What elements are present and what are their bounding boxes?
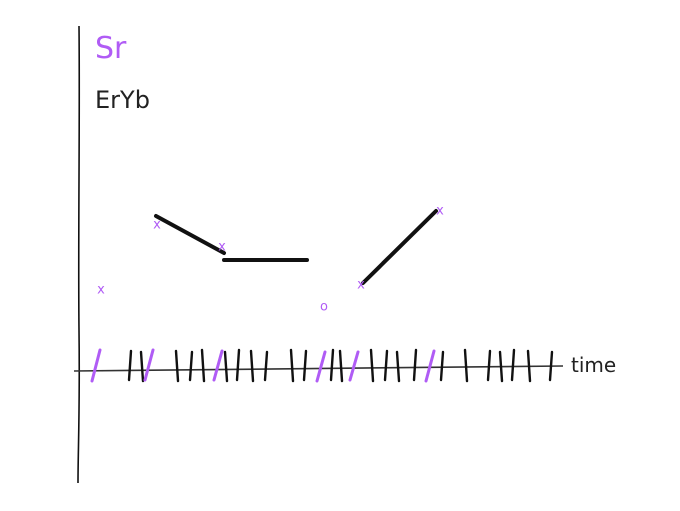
sr-marker-2: x — [153, 218, 161, 233]
time-tick-marks — [90, 348, 554, 383]
sr-marker-6: x — [436, 204, 444, 219]
eryb-time-tick — [510, 348, 516, 382]
sr-marker-4: o — [320, 300, 328, 315]
eryb-time-tick — [548, 350, 554, 382]
eryb-time-tick — [329, 348, 335, 382]
sr-time-tick — [212, 349, 224, 382]
eryb-time-tick — [223, 350, 229, 383]
eryb-time-tick — [439, 350, 445, 382]
legend-sr: Sr — [95, 31, 127, 66]
eryb-time-tick — [127, 349, 133, 382]
eryb-time-tick — [463, 348, 469, 383]
eryb-time-tick — [338, 349, 344, 383]
eryb-segment-1 — [154, 214, 226, 255]
eryb-time-tick — [289, 348, 295, 383]
sr-marker-3: x — [218, 240, 226, 255]
eryb-segment-3 — [361, 209, 438, 285]
eryb-time-tick — [383, 349, 389, 382]
sr-time-tick — [90, 348, 102, 383]
sr-marker-1: x — [97, 283, 105, 298]
eryb-time-tick — [302, 349, 308, 382]
legend-eryb: ErYb — [95, 86, 150, 114]
eryb-time-tick — [486, 349, 492, 382]
eryb-time-tick — [498, 350, 504, 383]
eryb-time-tick — [412, 348, 418, 382]
sr-time-tick — [424, 349, 436, 383]
eryb-time-tick — [174, 349, 180, 383]
eryb-time-tick — [139, 350, 145, 383]
sr-time-tick — [315, 350, 327, 383]
eryb-time-tick — [526, 349, 532, 383]
eryb-time-tick — [263, 350, 269, 382]
eryb-time-tick — [188, 350, 194, 382]
sr-time-tick — [348, 350, 360, 382]
eryb-time-tick — [235, 348, 241, 382]
vertical-axis — [77, 25, 81, 484]
eryb-time-tick — [249, 349, 255, 383]
eryb-time-tick — [369, 348, 375, 383]
sr-marker-5: x — [357, 278, 365, 293]
sr-time-tick — [143, 348, 155, 382]
eryb-time-tick — [200, 348, 206, 383]
eryb-time-tick — [395, 350, 401, 383]
x-axis-label: time — [571, 353, 616, 377]
